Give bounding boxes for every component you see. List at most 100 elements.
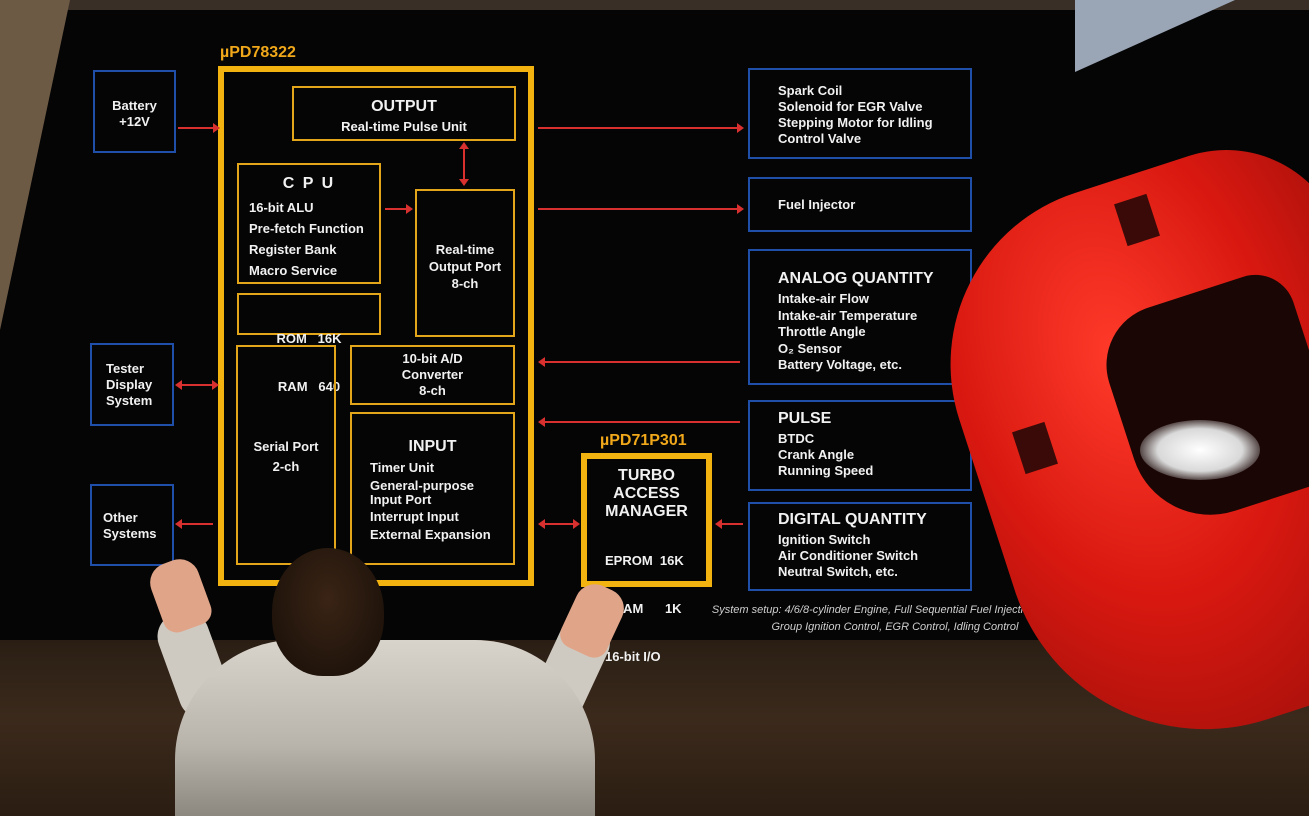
arrow-to-actuators: [538, 123, 744, 133]
tester-line-1: Tester: [106, 361, 145, 376]
analog-item: Intake-air Flow: [778, 291, 870, 306]
digital-item: Air Conditioner Switch: [778, 548, 919, 563]
memory-box: ROM 16K RAM 640: [237, 293, 381, 394]
battery-line-2: +12V: [119, 114, 150, 129]
actuator-item: Stepping Motor for Idling: [778, 115, 933, 130]
arrow-to-fuel: [538, 204, 744, 214]
digital-item: Ignition Switch: [778, 532, 871, 547]
digital-title: DIGITAL QUANTITY: [778, 511, 927, 528]
arrow-from-analog: [538, 357, 740, 367]
tester-line-2: Display: [106, 377, 153, 392]
arrow-from-pulse: [538, 417, 740, 427]
rt-output-port-box: Real-time Output Port 8-ch: [415, 189, 515, 337]
tester-line-3: System: [106, 393, 153, 408]
caption-line: Group Ignition Control, EGR Control, Idl…: [771, 621, 1019, 633]
arrow-from-digital: [715, 519, 743, 529]
arrow-other-out: [175, 519, 213, 529]
serial-line: 2-ch: [272, 459, 300, 474]
input-title: INPUT: [408, 438, 457, 455]
turbo-title: TURBO ACCESS MANAGER: [587, 467, 706, 521]
turbo-manager-box: TURBO ACCESS MANAGER EPROM 16K SRAM 1K 1…: [581, 453, 712, 664]
other-line-2: Systems: [103, 526, 157, 541]
actuators-list: Spark Coil Solenoid for EGR Valve Steppi…: [778, 83, 974, 147]
cpu-items: 16-bit ALU Pre-fetch Function Register B…: [249, 197, 383, 281]
arrow-port-output: [459, 142, 469, 186]
cpu-item: 16-bit ALU: [249, 200, 314, 215]
turbo-title-line: TURBO: [618, 467, 675, 484]
digital-box: DIGITAL QUANTITY Ignition Switch Air Con…: [748, 502, 972, 591]
ceiling-lamp: [1075, 0, 1235, 72]
fuel-label: Fuel Injector: [778, 197, 856, 212]
person-body: [175, 640, 595, 816]
rom-line: ROM 16K: [276, 331, 342, 346]
analog-item: Battery Voltage, etc.: [778, 357, 903, 372]
pulse-item: BTDC: [778, 431, 815, 446]
tester-label: Tester Display System: [106, 361, 176, 409]
rt-port-line: Output Port: [428, 259, 502, 274]
serial-label: Serial Port 2-ch: [238, 437, 334, 477]
rt-port-line: Real-time: [435, 242, 495, 257]
fuel-injector-box: Fuel Injector: [748, 177, 972, 232]
adc-line: 10-bit A/D: [402, 351, 463, 366]
actuators-box: Spark Coil Solenoid for EGR Valve Steppi…: [748, 68, 972, 159]
actuator-item: Control Valve: [778, 131, 862, 146]
input-item: Interrupt Input: [370, 509, 459, 524]
caption-line: System setup: 4/6/8-cylinder Engine, Ful…: [711, 604, 1079, 616]
actuator-item: Solenoid for EGR Valve: [778, 99, 923, 114]
analog-box: ANALOG QUANTITY Intake-air Flow Intake-a…: [748, 249, 972, 385]
wall-left: [0, 0, 70, 330]
turbo-chip-label: µPD71P301: [600, 432, 687, 449]
rt-port-label: Real-time Output Port 8-ch: [417, 241, 513, 292]
pulse-title: PULSE: [778, 410, 832, 427]
cpu-title: C P U: [282, 175, 336, 192]
adc-box: 10-bit A/D Converter 8-ch: [350, 345, 515, 405]
tester-box: Tester Display System: [90, 343, 174, 426]
cpu-item: Macro Service: [249, 263, 338, 278]
input-item: General-purpose: [370, 478, 475, 493]
serial-line: Serial Port: [253, 439, 319, 454]
arrow-tester-bidir: [175, 380, 219, 390]
output-sub: Real-time Pulse Unit: [341, 119, 467, 134]
input-box: INPUT Timer Unit General-purpose Input P…: [350, 412, 515, 565]
other-label: Other Systems: [103, 510, 173, 542]
cpu-item: Register Bank: [249, 242, 337, 257]
wall-top: [0, 0, 1309, 10]
input-items: Timer Unit General-purpose Input Port In…: [370, 460, 515, 543]
actuator-item: Spark Coil: [778, 83, 843, 98]
input-item: External Expansion: [370, 527, 491, 542]
rt-port-line: 8-ch: [451, 276, 479, 291]
turbo-item: 16-bit I/O: [605, 649, 661, 664]
output-box: OUTPUT Real-time Pulse Unit: [292, 86, 516, 141]
pulse-box: PULSE BTDC Crank Angle Running Speed: [748, 400, 972, 491]
arrow-battery-in: [178, 123, 220, 133]
system-caption: System setup: 4/6/8-cylinder Engine, Ful…: [640, 602, 1150, 636]
adc-label: 10-bit A/D Converter 8-ch: [352, 351, 513, 399]
digital-list: Ignition Switch Air Conditioner Switch N…: [778, 532, 974, 580]
input-item: Timer Unit: [370, 460, 435, 475]
arrow-turbo-bidir: [538, 519, 580, 529]
turbo-items: EPROM 16K SRAM 1K 16-bit I/O: [605, 521, 705, 697]
battery-box: Battery +12V: [93, 70, 176, 153]
battery-label: Battery +12V: [95, 98, 174, 130]
serial-port-box: Serial Port 2-ch: [236, 345, 336, 565]
pulse-item: Crank Angle: [778, 447, 855, 462]
main-chip-label: µPD78322: [220, 44, 296, 61]
input-item: Input Port: [370, 492, 432, 507]
digital-item: Neutral Switch, etc.: [778, 564, 898, 579]
turbo-item: EPROM 16K: [605, 553, 684, 568]
pulse-list: BTDC Crank Angle Running Speed: [778, 431, 968, 479]
battery-line-1: Battery: [112, 98, 157, 113]
turbo-title-line: ACCESS: [613, 485, 680, 502]
pulse-item: Running Speed: [778, 463, 874, 478]
adc-line: Converter: [401, 367, 464, 382]
cpu-box: C P U 16-bit ALU Pre-fetch Function Regi…: [237, 163, 381, 284]
adc-line: 8-ch: [419, 383, 446, 398]
person-head: [272, 548, 384, 676]
analog-item: Intake-air Temperature: [778, 307, 918, 323]
analog-list: Intake-air Flow Intake-air Temperature T…: [778, 291, 974, 374]
turbo-title-line: MANAGER: [605, 503, 688, 520]
cpu-item: Pre-fetch Function: [249, 221, 364, 236]
other-systems-box: Other Systems: [90, 484, 174, 566]
arrow-cpu-to-port: [385, 204, 413, 214]
analog-item: O₂ Sensor: [778, 340, 842, 356]
